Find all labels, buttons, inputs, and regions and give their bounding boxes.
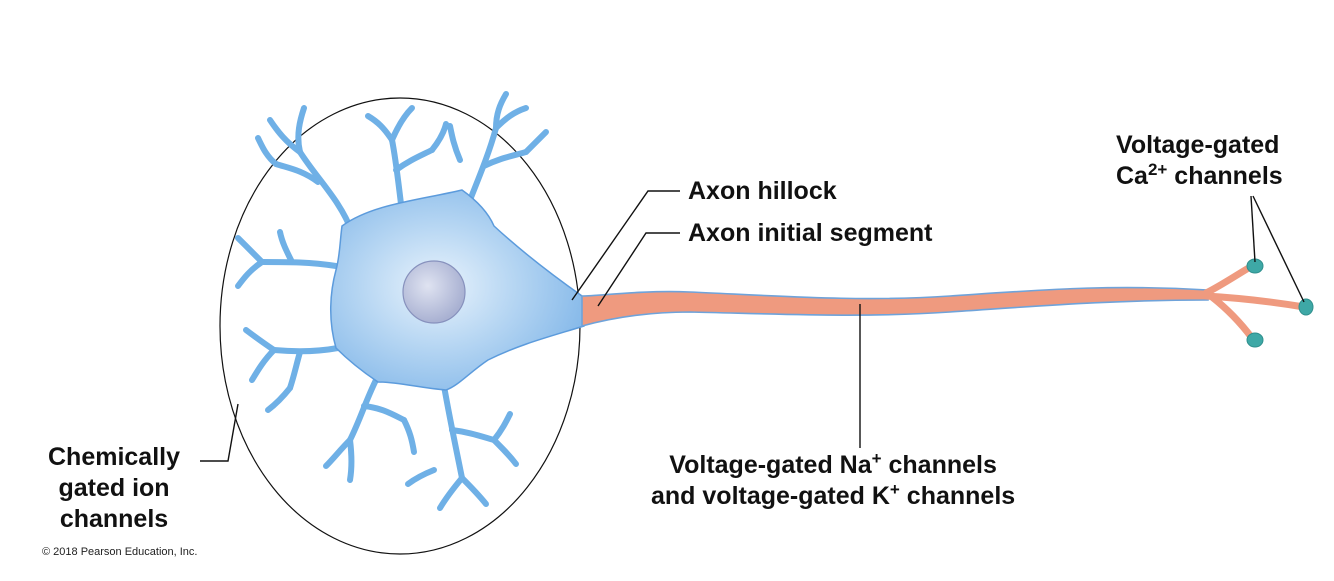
nucleus xyxy=(402,260,466,324)
axon-hillock-label: Axon hillock xyxy=(688,177,837,205)
dendrites xyxy=(235,91,549,511)
leader-lines xyxy=(200,190,1305,462)
na-k-channels-label: Voltage-gated Na+ channels and voltage-g… xyxy=(651,450,1015,512)
terminal-boutons xyxy=(1246,258,1314,348)
ca-channels-leader xyxy=(1250,195,1256,263)
ca-channels-label: Voltage-gated Ca2+ channels xyxy=(1116,130,1283,192)
axon-initial-segment-leader xyxy=(597,232,680,307)
na-k-channels-line1: Voltage-gated Na+ channels xyxy=(669,449,997,479)
chemically-gated-leader xyxy=(200,403,239,462)
axon-terminals xyxy=(1202,262,1308,342)
chemically-gated-line1: Chemically xyxy=(48,443,181,471)
terminal-bouton xyxy=(1246,332,1264,348)
chemically-gated-line2: gated ion xyxy=(58,474,170,502)
ca-channels-line2: Ca2+ channels xyxy=(1116,160,1283,190)
axon-hillock-leader xyxy=(571,190,680,301)
chemically-gated-label: Chemically gated ion channels xyxy=(48,442,180,535)
copyright-notice: © 2018 Pearson Education, Inc. xyxy=(42,546,198,558)
axon-initial-segment-label: Axon initial segment xyxy=(688,219,933,247)
ca-channels-line1: Voltage-gated xyxy=(1116,131,1280,159)
ca-channels-leader-2 xyxy=(1252,195,1305,303)
na-k-channels-line2: and voltage-gated K+ channels xyxy=(651,480,1016,510)
terminal-bouton xyxy=(1298,298,1314,316)
chemically-gated-line3: channels xyxy=(59,505,169,533)
axon xyxy=(581,286,1209,328)
